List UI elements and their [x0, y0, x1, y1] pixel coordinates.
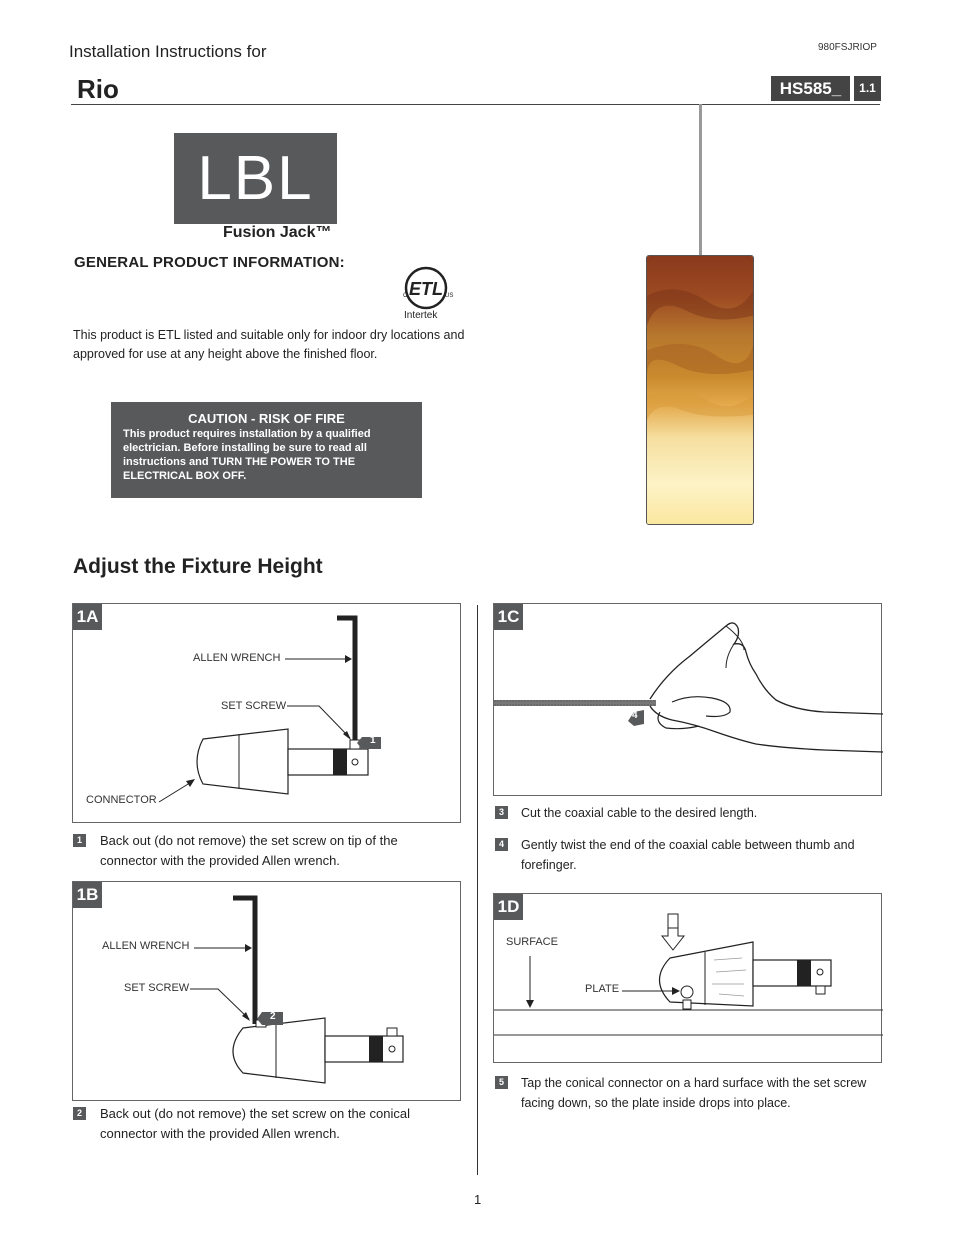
plate-label: PLATE	[585, 983, 620, 995]
step-5-text: Tap the conical connector on a hard surf…	[521, 1076, 867, 1110]
step-2-text: Back out (do not remove) the set screw o…	[100, 1106, 410, 1141]
column-divider	[477, 605, 478, 1175]
step-3-text: Cut the coaxial cable to the desired len…	[521, 806, 758, 820]
header-rule	[71, 104, 880, 105]
panel-1a: 1A ALLEN WRENCH SET SCREW CONNECTOR 1	[72, 603, 461, 823]
step-3: 3 Cut the coaxial cable to the desired l…	[495, 803, 880, 823]
conical-connector-illustration	[190, 895, 404, 1084]
general-info-heading: GENERAL PRODUCT INFORMATION:	[74, 254, 345, 271]
allen-wrench-label: ALLEN WRENCH	[193, 652, 281, 664]
section-title: Adjust the Fixture Height	[73, 555, 323, 578]
step-1-text: Back out (do not remove) the set screw o…	[100, 833, 398, 868]
set-screw-label: SET SCREW	[221, 700, 287, 712]
instructions-label: Installation Instructions for	[69, 42, 267, 61]
step-2-number: 2	[73, 1107, 86, 1120]
surface-label: SURFACE	[506, 936, 558, 948]
svg-text:ETL: ETL	[409, 279, 443, 299]
set-screw-label-b: SET SCREW	[124, 982, 190, 994]
pendant-cord	[699, 104, 702, 257]
cert-label: Intertek	[404, 310, 438, 321]
step-1: 1 Back out (do not remove) the set screw…	[73, 831, 458, 871]
svg-text:C: C	[403, 293, 408, 299]
product-title: Rio	[77, 74, 119, 104]
step-2: 2 Back out (do not remove) the set screw…	[73, 1104, 458, 1144]
step-5-number: 5	[495, 1076, 508, 1089]
step-4-number: 4	[495, 838, 508, 851]
hand-twisting-cable-illustration	[494, 622, 883, 753]
etl-listed-icon: ETL C US	[403, 266, 453, 310]
marker-2: 2	[270, 1011, 276, 1022]
pendant-glass-image	[646, 255, 754, 525]
allen-wrench-label-b: ALLEN WRENCH	[102, 940, 190, 952]
step-4: 4 Gently twist the end of the coaxial ca…	[495, 835, 880, 875]
intro-text: This product is ETL listed and suitable …	[73, 328, 465, 361]
marker-4: 4	[632, 710, 638, 721]
model-badge: HS585_	[771, 76, 850, 101]
caution-text: This product requires installation by a …	[123, 428, 371, 482]
step-3-number: 3	[495, 806, 508, 819]
step-4-text: Gently twist the end of the coaxial cabl…	[521, 838, 855, 872]
step-5: 5 Tap the conical connector on a hard su…	[495, 1073, 882, 1113]
svg-text:US: US	[445, 293, 453, 299]
brand-subtitle: Fusion Jack™	[223, 224, 332, 241]
marker-1: 1	[370, 735, 376, 746]
panel-1b: 1B ALLEN WRENCH SET SCREW 2	[72, 881, 461, 1101]
connector-label: CONNECTOR	[86, 794, 157, 806]
panel-1b-tag: 1B	[73, 882, 102, 908]
connector-wrench-illustration	[158, 615, 381, 803]
page-number: 1	[474, 1192, 482, 1207]
caution-title: CAUTION - RISK OF FIRE	[188, 411, 345, 426]
panel-1d-tag: 1D	[494, 894, 523, 920]
revision-badge: 1.1	[854, 76, 881, 101]
panel-1c-tag: 1C	[494, 604, 523, 630]
step-1-number: 1	[73, 834, 86, 847]
document-code: 980FSJRIOP	[818, 42, 877, 53]
panel-1c: 1C 4	[493, 603, 883, 796]
brand-logo: LBL	[174, 133, 337, 224]
panel-1a-tag: 1A	[73, 604, 102, 630]
tap-connector-illustration	[494, 913, 883, 1036]
panel-1d: 1D SURFACE PLATE	[493, 893, 883, 1063]
caution-box: CAUTION - RISK OF FIRE This product requ…	[111, 402, 422, 498]
